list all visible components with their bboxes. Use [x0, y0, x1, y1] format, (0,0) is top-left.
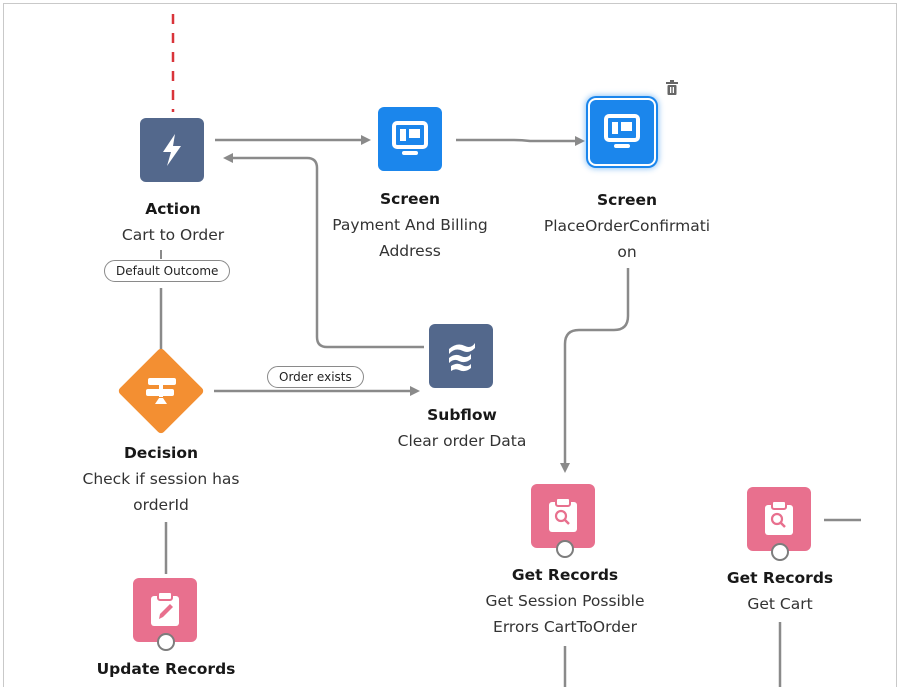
node-type: Get Records [726, 569, 834, 587]
subflow-label: Subflow Clear order Data [376, 402, 548, 454]
edge-subflow-to-action[interactable] [223, 153, 424, 349]
node-name-line: on [617, 243, 637, 261]
node-type: Action [145, 200, 201, 218]
decision-node[interactable] [117, 347, 205, 435]
action-node[interactable] [140, 118, 204, 182]
node-name-line: Check if session has [82, 470, 240, 488]
connectors-layer [159, 14, 861, 687]
clipboard-edit-icon [151, 591, 179, 626]
screen-payment-label: Screen Payment And Billing Address [320, 186, 500, 264]
connector-handle[interactable] [157, 633, 175, 651]
decision-label: Decision Check if session has orderId [68, 440, 254, 518]
get-records-node-get-cart[interactable] [747, 487, 811, 551]
update-records-label: Update Records [80, 656, 252, 682]
node-type: Screen [379, 190, 441, 208]
order-exists-badge[interactable]: Order exists [267, 366, 364, 388]
node-name: Get Cart [747, 595, 813, 613]
screen-icon [604, 114, 640, 148]
lightning-icon [163, 134, 181, 166]
node-type: Subflow [427, 406, 497, 424]
get-records-get-cart-label: Get Records Get Cart [700, 565, 860, 617]
subflow-node[interactable] [429, 324, 493, 388]
node-name-line: PlaceOrderConfirmati [543, 217, 711, 235]
screen-icon [392, 121, 428, 155]
screen-node-payment[interactable] [378, 107, 442, 171]
connector-handle[interactable] [771, 543, 789, 561]
node-name-line: orderId [133, 496, 189, 514]
update-records-node[interactable] [133, 578, 197, 642]
delete-trash-icon[interactable] [665, 80, 679, 96]
subflow-icon [449, 343, 475, 372]
edge-screen-to-get-records[interactable] [560, 268, 630, 473]
node-name-line: Payment And Billing [332, 216, 488, 234]
get-records-node-session-errors[interactable] [531, 484, 595, 548]
action-label: Action Cart to Order [90, 196, 256, 248]
get-records-session-errors-label: Get Records Get Session Possible Errors … [470, 562, 660, 640]
node-name-line: Get Session Possible [485, 592, 645, 610]
signpost-icon [146, 378, 176, 404]
node-type: Decision [123, 444, 199, 462]
screen-node-place-order[interactable] [590, 100, 654, 164]
edge-screen-to-screen[interactable] [456, 136, 585, 146]
node-type: Screen [596, 191, 658, 209]
flow-canvas[interactable]: Action Cart to Order Default Outcome Scr… [3, 3, 897, 687]
connector-handle[interactable] [556, 540, 574, 558]
clipboard-search-icon [549, 497, 577, 532]
default-outcome-badge[interactable]: Default Outcome [104, 260, 231, 282]
screen-place-order-label: Screen PlaceOrderConfirmati on [532, 187, 722, 265]
clipboard-search-icon [765, 500, 793, 535]
node-name-line: Errors CartToOrder [493, 618, 637, 636]
node-name: Clear order Data [397, 432, 527, 450]
node-type: Get Records [511, 566, 619, 584]
node-name: Cart to Order [121, 226, 225, 244]
node-type: Update Records [96, 660, 236, 678]
node-name-line: Address [379, 242, 441, 260]
